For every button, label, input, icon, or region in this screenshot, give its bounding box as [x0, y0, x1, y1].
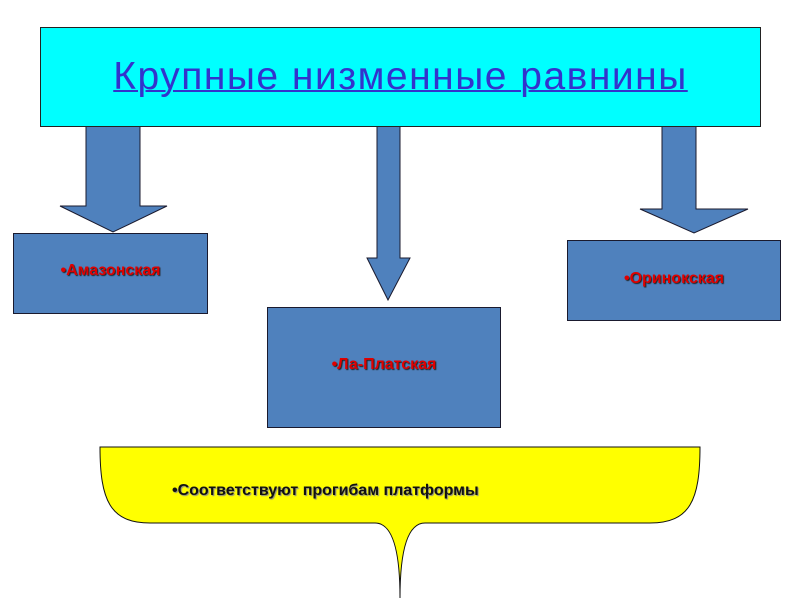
box-amazon-label: •Амазонская	[60, 262, 161, 279]
box-la-plata: •Ла-Платская	[267, 307, 501, 428]
arrow-down-left	[59, 125, 168, 233]
box-orinoco-label: •Оринокская	[623, 270, 725, 287]
box-la-plata-label: •Ла-Платская	[331, 356, 437, 373]
box-orinoco: •Оринокская	[567, 240, 781, 321]
box-amazon: •Амазонская	[13, 233, 208, 314]
brace-note: •Соответствуют прогибам платформы	[172, 482, 479, 499]
arrow-down-right	[639, 125, 749, 234]
title-box: Крупные низменные равнины	[40, 27, 761, 127]
brace-shape	[99, 446, 701, 599]
arrow-down-center	[366, 125, 411, 302]
page-title: Крупные низменные равнины	[113, 55, 688, 98]
